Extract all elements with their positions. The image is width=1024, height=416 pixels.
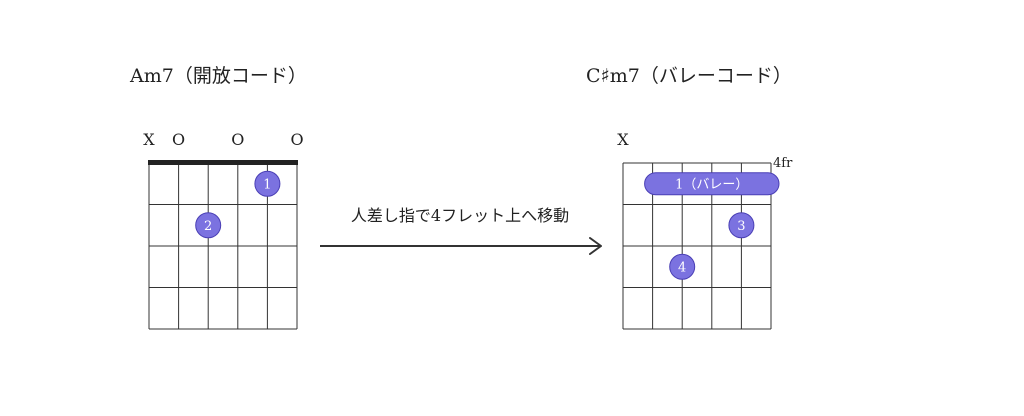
left-finger-label: 2 bbox=[204, 219, 212, 234]
right-finger-label: 4 bbox=[678, 260, 686, 275]
arrow-label: 人差し指で4フレット上へ移動 bbox=[351, 206, 569, 225]
left-string-marker: O bbox=[231, 130, 244, 149]
right-string-markers: X bbox=[617, 130, 629, 149]
left-chord-title: Am7（開放コード） bbox=[129, 65, 307, 87]
right-chord-diagram: C♯m7（バレーコード） X 4fr 1（バレー） 34 bbox=[586, 65, 793, 330]
nut-bar bbox=[148, 160, 298, 165]
right-finger-dots: 34 bbox=[669, 212, 755, 280]
left-finger-dot bbox=[254, 170, 281, 197]
left-finger-dots: 12 bbox=[195, 170, 281, 239]
right-finger-dot bbox=[669, 253, 696, 280]
move-arrow: 人差し指で4フレット上へ移動 bbox=[320, 206, 602, 255]
left-string-marker: O bbox=[172, 130, 185, 149]
left-finger-dot bbox=[195, 212, 222, 239]
fret-position-label: 4fr bbox=[773, 156, 793, 171]
right-finger-dot bbox=[728, 212, 755, 239]
left-string-marker: O bbox=[290, 130, 303, 149]
barre-bar: 1（バレー） bbox=[644, 172, 780, 196]
barre-label: 1（バレー） bbox=[675, 177, 748, 192]
right-string-marker: X bbox=[617, 130, 629, 149]
left-finger-label: 1 bbox=[263, 177, 271, 192]
arrow-head-icon bbox=[589, 237, 602, 255]
right-finger-label: 3 bbox=[737, 219, 745, 234]
barre-shape bbox=[644, 172, 780, 196]
right-chord-title: C♯m7（バレーコード） bbox=[586, 65, 792, 87]
left-string-marker: X bbox=[143, 130, 155, 149]
left-fretboard-grid bbox=[148, 160, 298, 330]
